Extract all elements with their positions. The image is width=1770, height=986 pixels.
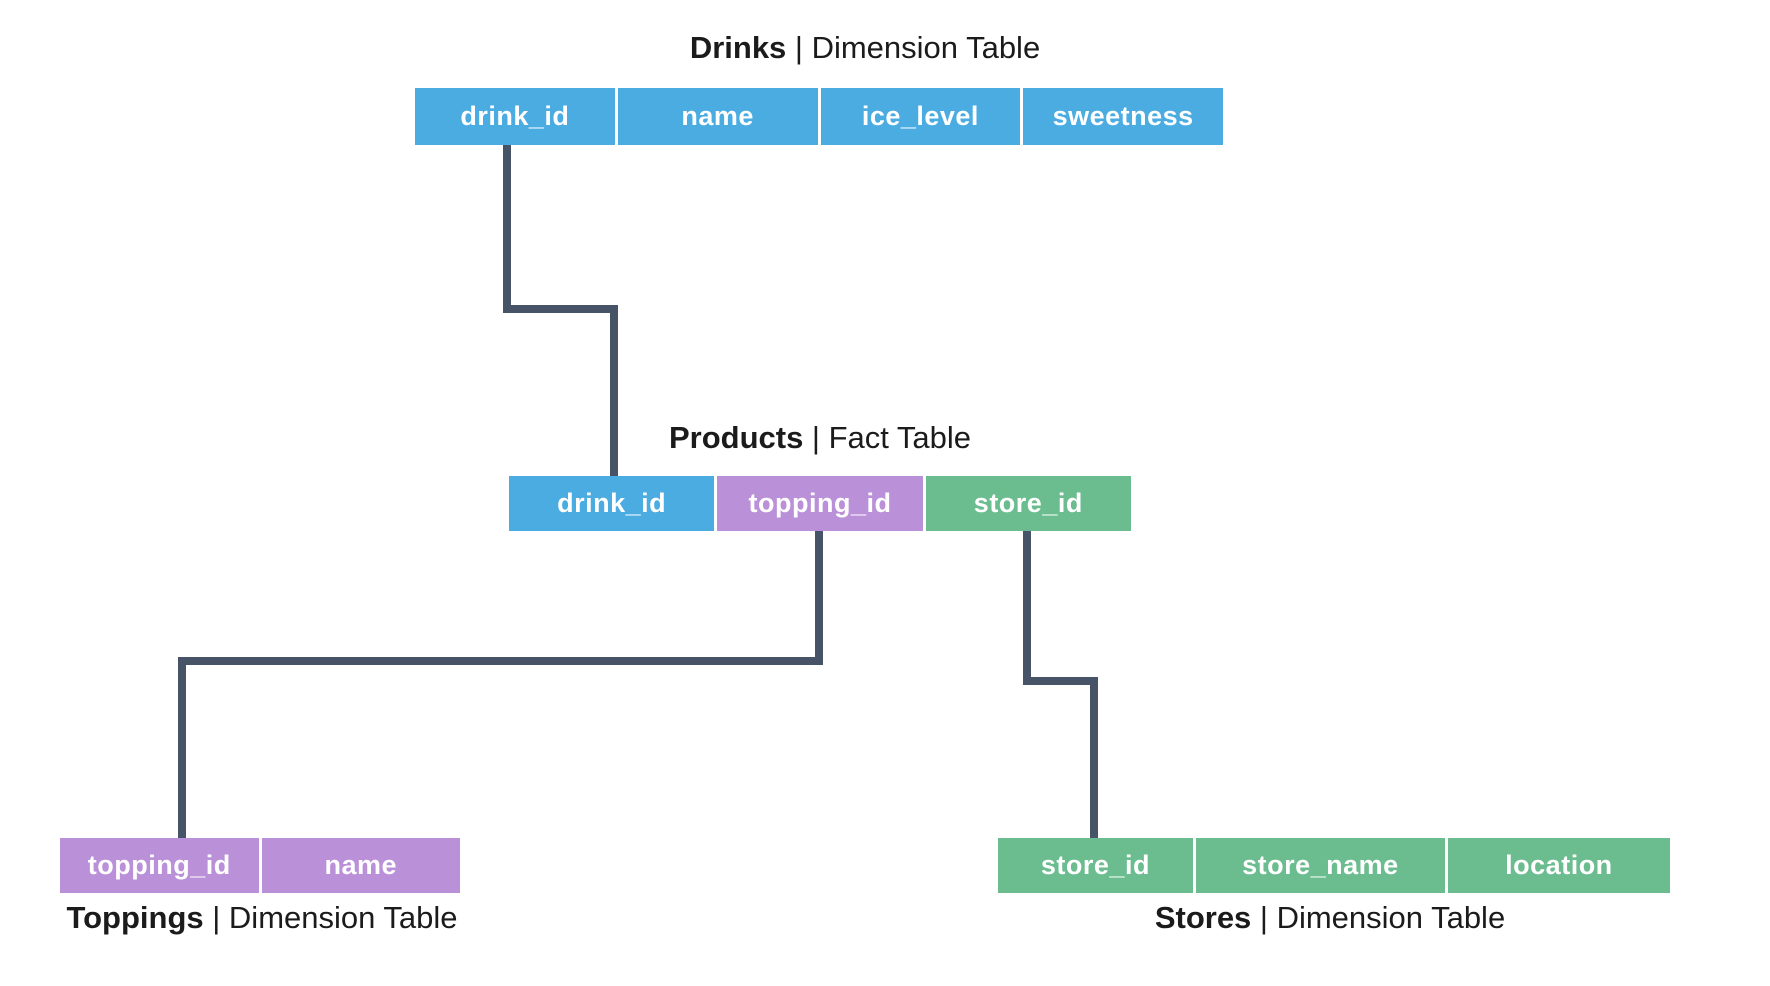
toppings-column-topping-id: topping_id — [60, 838, 259, 893]
toppings-column-name: name — [258, 838, 460, 893]
drinks-table-type: | Dimension Table — [786, 30, 1041, 65]
drinks-table-name: Drinks — [689, 30, 787, 65]
relationship-line-products-stores — [1023, 531, 1098, 838]
drinks-table-title: Drinks | Dimension Table — [690, 30, 1040, 66]
relationship-line-drinks-products — [503, 145, 618, 476]
drinks-table: drink_id name ice_level sweetness — [415, 88, 1223, 145]
stores-column-store-id: store_id — [998, 838, 1193, 893]
toppings-table-name: Toppings — [66, 900, 204, 935]
drinks-column-sweetness: sweetness — [1020, 88, 1223, 145]
relationship-line-products-toppings — [178, 531, 823, 838]
products-table-title: Products | Fact Table — [669, 420, 971, 456]
products-column-store-id: store_id — [922, 476, 1131, 531]
drinks-column-name: name — [614, 88, 818, 145]
toppings-table-title: Toppings | Dimension Table — [66, 900, 457, 936]
products-table: drink_id topping_id store_id — [509, 476, 1131, 531]
products-column-topping-id: topping_id — [714, 476, 923, 531]
products-table-type: | Fact Table — [803, 420, 972, 455]
products-table-name: Products — [668, 420, 804, 455]
drinks-column-ice-level: ice_level — [817, 88, 1021, 145]
stores-column-store-name: store_name — [1192, 838, 1445, 893]
products-column-drink-id: drink_id — [509, 476, 715, 531]
stores-table-name: Stores — [1154, 900, 1252, 935]
stores-table: store_id store_name location — [998, 838, 1670, 893]
toppings-table-type: | Dimension Table — [203, 900, 458, 935]
stores-column-location: location — [1444, 838, 1670, 893]
drinks-column-drink-id: drink_id — [415, 88, 615, 145]
toppings-table: topping_id name — [60, 838, 460, 893]
stores-table-title: Stores | Dimension Table — [1155, 900, 1505, 936]
stores-table-type: | Dimension Table — [1251, 900, 1506, 935]
